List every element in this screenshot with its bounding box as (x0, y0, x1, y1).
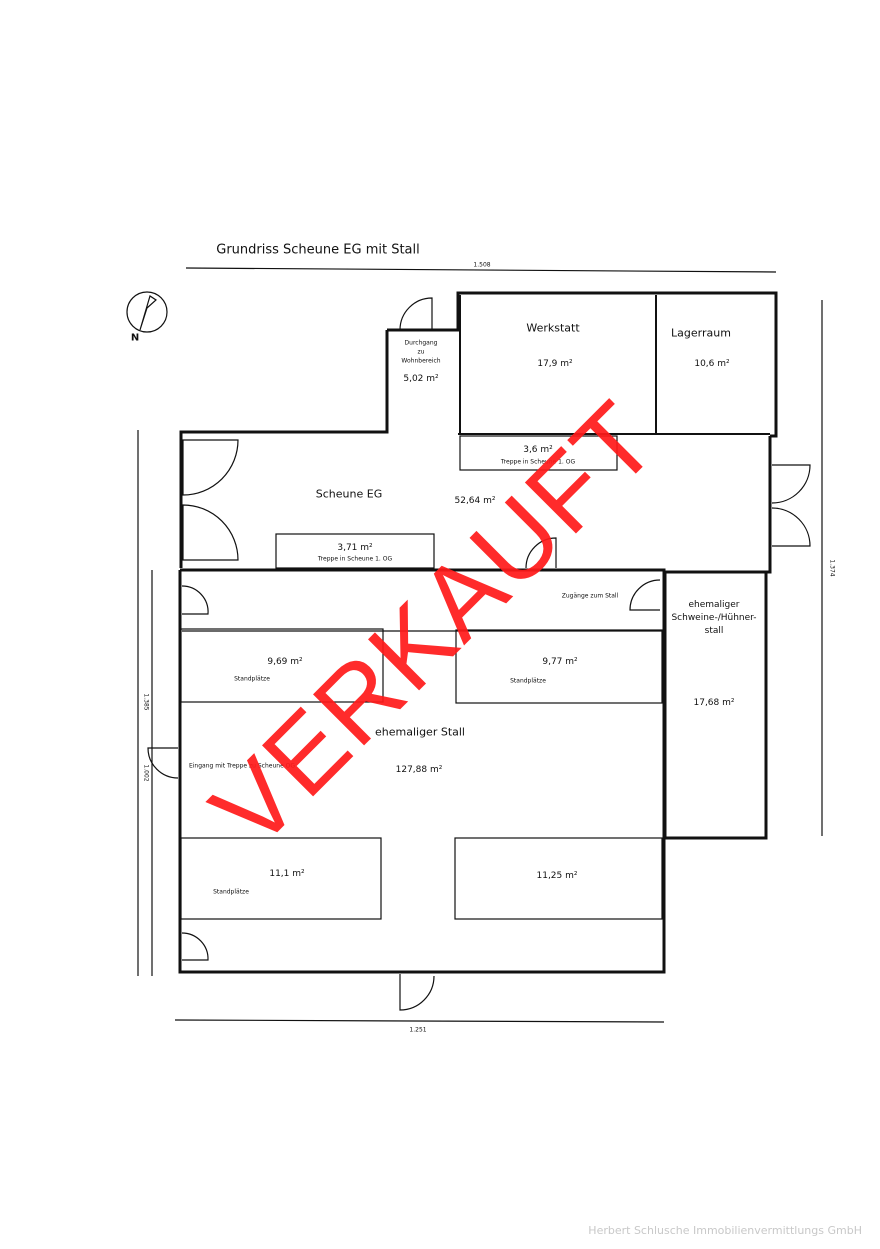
room-durchgang-label-2: zu (417, 348, 425, 356)
stand2-label: Standplätze (510, 677, 546, 685)
room-stall-area: 127,88 m² (395, 765, 443, 775)
dim-left-inner: 1.002 (142, 764, 150, 782)
room-schweinestall-area: 17,68 m² (693, 698, 735, 708)
zugaenge-label: Zugänge zum Stall (561, 592, 619, 600)
stair2-area: 3,71 m² (337, 543, 373, 553)
room-lagerraum-area: 10,6 m² (694, 359, 730, 369)
dim-top: 1.508 (473, 261, 491, 269)
room-scheune-area: 52,64 m² (454, 496, 496, 506)
room-werkstatt-label: Werkstatt (526, 321, 580, 335)
stair2-label: Treppe in Scheune 1. OG (317, 555, 393, 563)
room-lagerraum-label: Lagerraum (671, 326, 731, 340)
stand3-label: Standplätze (213, 888, 249, 896)
room-durchgang-label: Durchgang (404, 339, 438, 347)
room-schweinestall-label-1: ehemaliger (688, 600, 740, 610)
dim-left-outer: 1.385 (142, 693, 150, 711)
dim-bottom: 1.251 (409, 1026, 427, 1034)
eingang-label: Eingang mit Treppe zu Scheune OG (188, 762, 296, 770)
room-durchgang-area: 5,02 m² (403, 374, 439, 384)
stand1-label: Standplätze (234, 675, 270, 683)
room-scheune-label: Scheune EG (315, 487, 383, 501)
stand3-area: 11,1 m² (269, 869, 305, 879)
stand4-area: 11,25 m² (536, 871, 578, 881)
room-durchgang-label-3: Wohnbereich (401, 357, 441, 365)
room-stall-label: ehemaliger Stall (375, 725, 465, 739)
compass-north-label: N (130, 332, 140, 344)
stand1-area: 9,69 m² (267, 657, 303, 667)
dim-right: 1.374 (828, 559, 836, 577)
stair-og-label: Treppe in Scheune 1. OG (500, 458, 576, 466)
footer-company: Herbert Schlusche Immobilienvermittlungs… (588, 1224, 862, 1237)
stand2-area: 9,77 m² (542, 657, 578, 667)
plan-title: Grundriss Scheune EG mit Stall (216, 242, 420, 258)
room-schweinestall-label-2: Schweine-/Hühner- (671, 613, 757, 623)
room-werkstatt-area: 17,9 m² (537, 359, 573, 369)
room-schweinestall-label-3: stall (704, 626, 724, 636)
stair-og-area: 3,6 m² (523, 445, 553, 455)
